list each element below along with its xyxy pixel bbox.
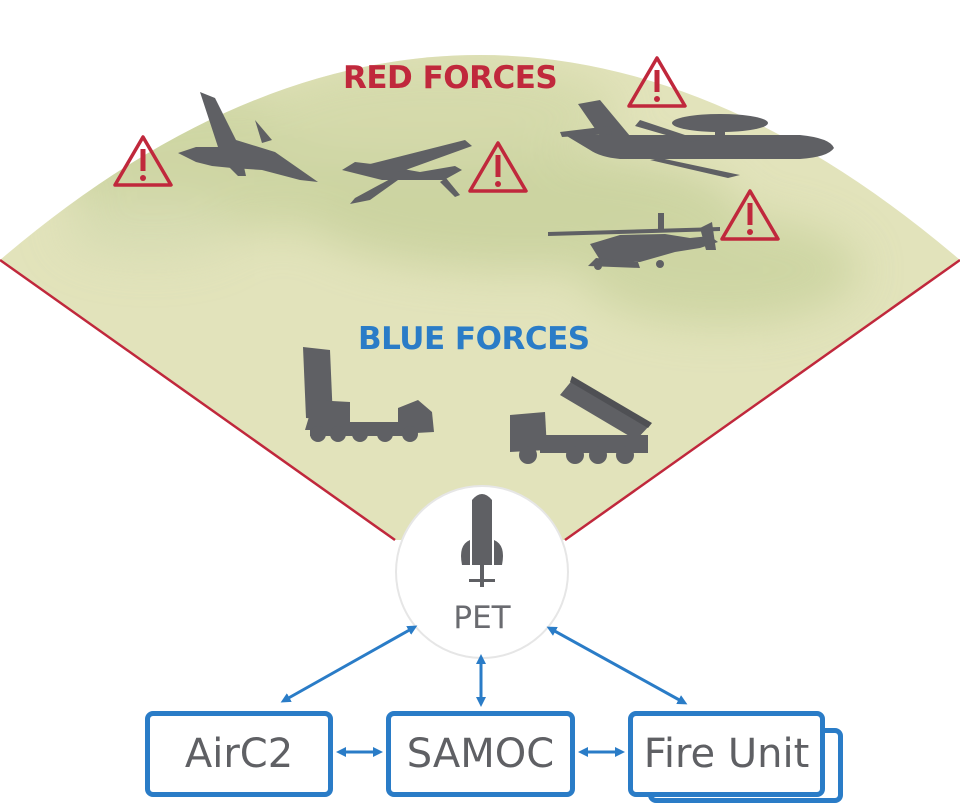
coverage-sector	[0, 55, 960, 540]
drone-icon	[342, 140, 472, 204]
red-forces-label: RED FORCES	[343, 60, 558, 96]
warning-icon	[720, 189, 780, 241]
airc2-node: AirC2	[145, 711, 333, 797]
pet-sensor-node	[395, 485, 569, 659]
warning-icon	[468, 141, 528, 193]
fighter-jet-icon	[178, 92, 318, 182]
awacs-aircraft-icon	[560, 100, 834, 178]
samoc-node: SAMOC	[386, 711, 575, 797]
link-pet-airc2	[280, 625, 418, 703]
attack-helicopter-icon	[548, 213, 720, 270]
blue-forces-label: BLUE FORCES	[358, 321, 590, 357]
link-pet-fire-unit	[546, 626, 688, 705]
radar-truck-icon	[303, 347, 434, 442]
warning-icon	[113, 135, 173, 187]
warning-icon	[627, 56, 687, 108]
rocket-launcher-icon	[510, 376, 652, 464]
fire-unit-label: Fire Unit	[643, 731, 810, 777]
pet-label: PET	[453, 600, 511, 636]
fire-unit-node: Fire Unit	[628, 711, 825, 797]
sector-edge-right	[564, 258, 960, 542]
samoc-label: SAMOC	[406, 731, 555, 777]
sector-edge-left	[0, 258, 396, 542]
sensor-icon	[461, 494, 503, 587]
airc2-label: AirC2	[184, 731, 294, 777]
